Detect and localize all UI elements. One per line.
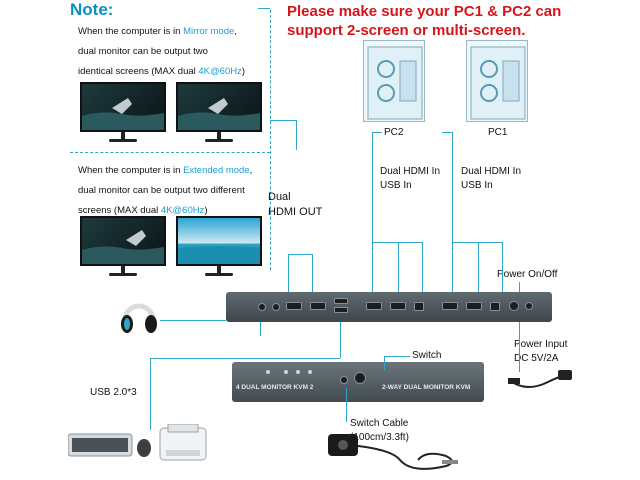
front-panel-right-label: 2-WAY DUAL MONITOR KVM [382, 384, 470, 391]
pc1-usb-b-port [490, 302, 500, 311]
dual-hdmi-out-label: Dual HDMI OUT [268, 190, 322, 220]
headset-icon [117, 294, 161, 338]
beach-image-icon [178, 218, 262, 266]
wave-image-icon [178, 84, 262, 132]
audio-port [258, 303, 266, 311]
pc2-tower [363, 40, 425, 122]
kvm-rear-panel [226, 292, 552, 322]
pc1-hdmi-port-1 [442, 302, 458, 310]
power-adapter-icon [508, 358, 574, 394]
switch-button[interactable] [354, 372, 366, 384]
pc2-hdmi-port-2 [390, 302, 406, 310]
note-bracket [270, 10, 271, 270]
usb-label: USB 2.0*3 [90, 386, 137, 400]
mic-port [272, 303, 280, 311]
pc1-tower [466, 40, 528, 122]
wave-image-icon [82, 218, 166, 266]
mirror-note: When the computer is in Mirror mode, dua… [78, 22, 268, 82]
pc2-label: PC2 [384, 126, 403, 140]
led-indicator [266, 370, 270, 374]
headline: Please make sure your PC1 & PC2 can supp… [287, 2, 561, 40]
pc1-connection-label: Dual HDMI In USB In [461, 165, 521, 193]
pc2-usb-b-port [414, 302, 424, 311]
switch-cable-icon [322, 430, 462, 474]
pc1-label: PC1 [488, 126, 507, 140]
peripherals-icon [68, 424, 220, 468]
pc1-hdmi-port-2 [466, 302, 482, 310]
switch-label: Switch [412, 349, 441, 363]
switch-port [340, 376, 348, 384]
usb-port-2 [334, 307, 348, 313]
note-title: Note: [70, 0, 113, 20]
kvm-front-panel: 4 DUAL MONITOR KVM 2 2-WAY DUAL MONITOR … [232, 362, 484, 402]
computer-icon [467, 41, 529, 123]
dc-power-port [525, 302, 533, 310]
wave-image-icon [82, 84, 166, 132]
usb-port-1 [334, 298, 348, 304]
hdmi-out-port-2 [310, 302, 326, 310]
hdmi-out-port-1 [286, 302, 302, 310]
extended-note: When the computer is in Extended mode, d… [78, 161, 268, 221]
computer-icon [364, 41, 426, 123]
pc2-hdmi-port-1 [366, 302, 382, 310]
front-panel-left-label: 4 DUAL MONITOR KVM 2 [236, 384, 313, 391]
led-indicator [308, 370, 312, 374]
note-divider [70, 152, 270, 153]
led-indicator [284, 370, 288, 374]
power-onoff-label: Power On/Off [497, 268, 557, 282]
led-indicator [296, 370, 300, 374]
power-button[interactable] [509, 301, 519, 311]
pc2-connection-label: Dual HDMI In USB In [380, 165, 440, 193]
